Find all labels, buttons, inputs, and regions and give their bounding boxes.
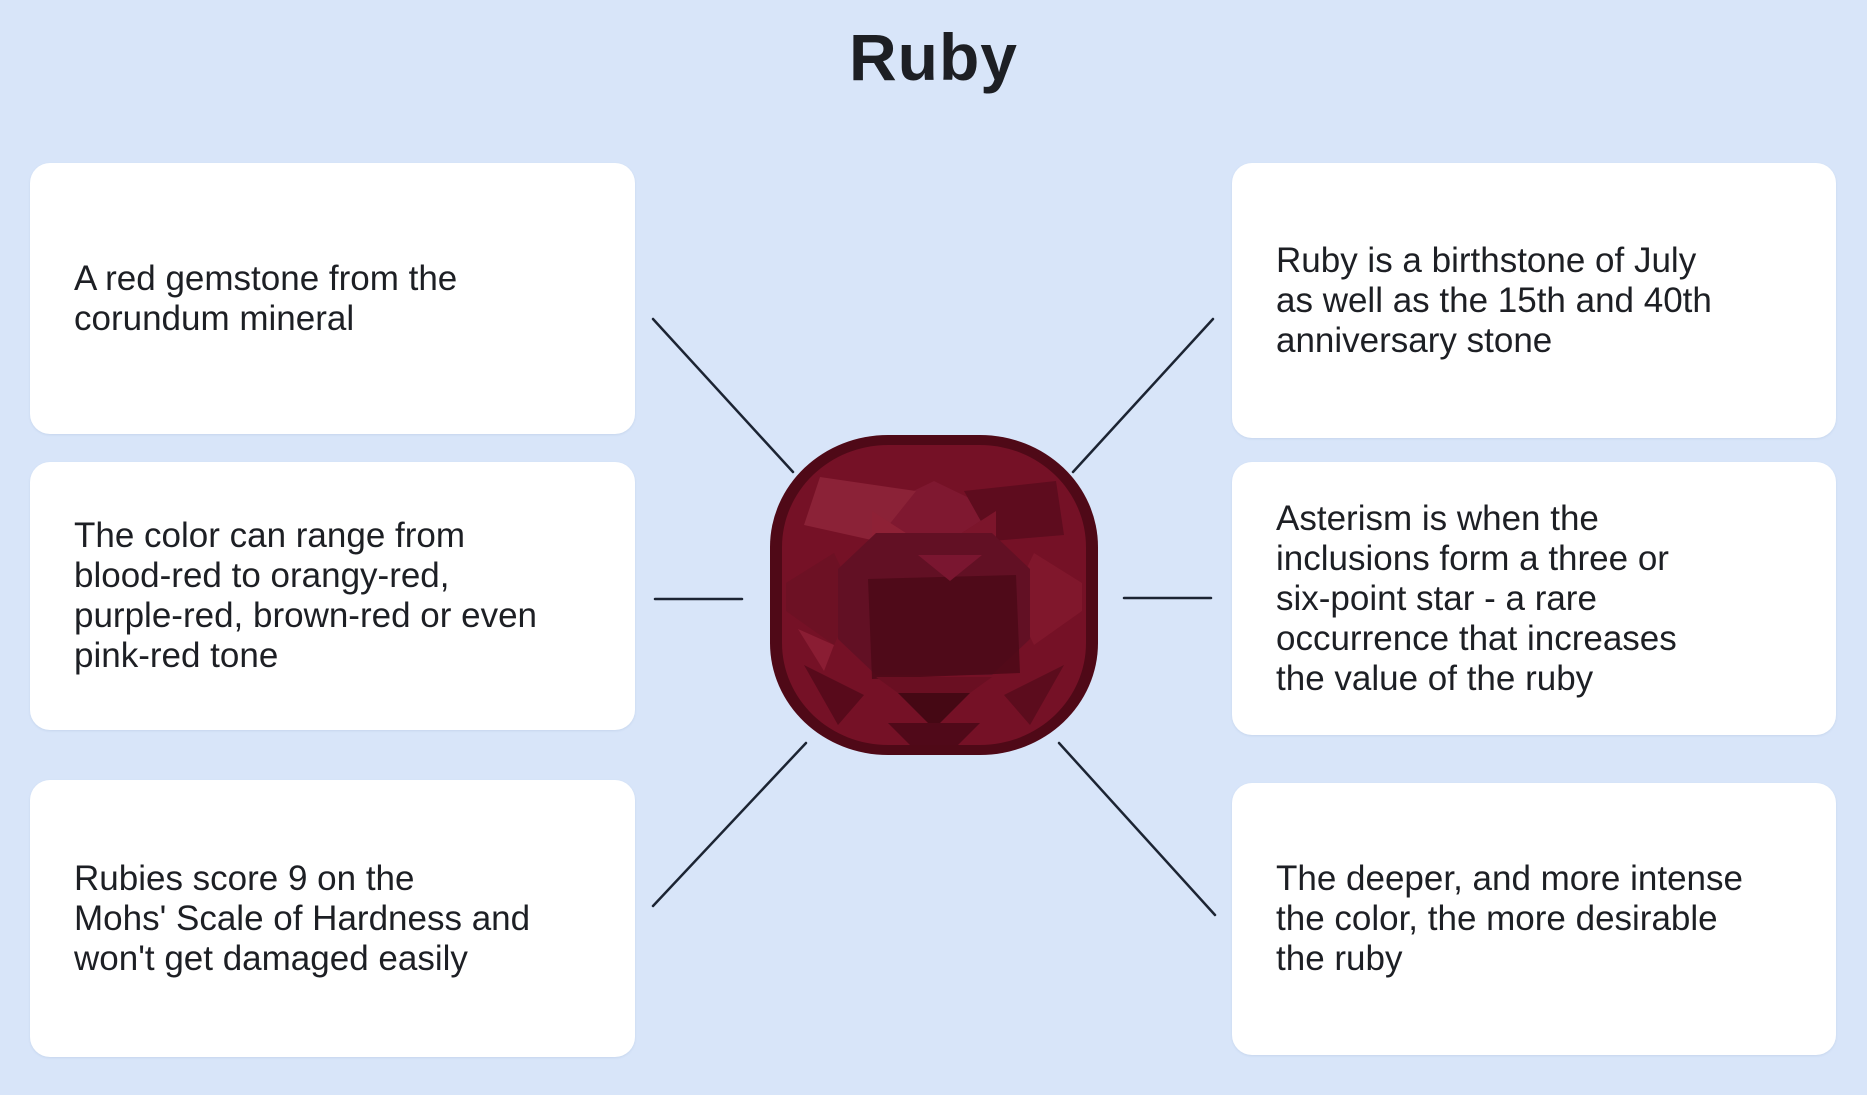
fact-card-hardness: Rubies score 9 on the Mohs' Scale of Har… [30, 780, 635, 1057]
connector-top-left [651, 317, 795, 474]
connector-top-right [1071, 317, 1215, 474]
fact-text: Ruby is a birthstone of July as well as … [1276, 240, 1712, 360]
ruby-gem-illustration [770, 435, 1098, 755]
fact-text: Rubies score 9 on the Mohs' Scale of Har… [74, 858, 531, 978]
connector-bottom-right [1057, 741, 1217, 917]
fact-card-birthstone: Ruby is a birthstone of July as well as … [1232, 163, 1836, 438]
fact-card-desirability: The deeper, and more intense the color, … [1232, 783, 1836, 1055]
fact-card-corundum: A red gemstone from the corundum mineral [30, 163, 635, 434]
page-title: Ruby [849, 20, 1018, 94]
connector-bottom-left [651, 741, 808, 908]
fact-text: Asterism is when the inclusions form a t… [1276, 498, 1677, 698]
fact-card-asterism: Asterism is when the inclusions form a t… [1232, 462, 1836, 735]
fact-text: A red gemstone from the corundum mineral [74, 258, 458, 338]
fact-card-color-range: The color can range from blood-red to or… [30, 462, 635, 730]
fact-text: The deeper, and more intense the color, … [1276, 859, 1743, 978]
fact-text: The color can range from blood-red to or… [74, 516, 538, 675]
